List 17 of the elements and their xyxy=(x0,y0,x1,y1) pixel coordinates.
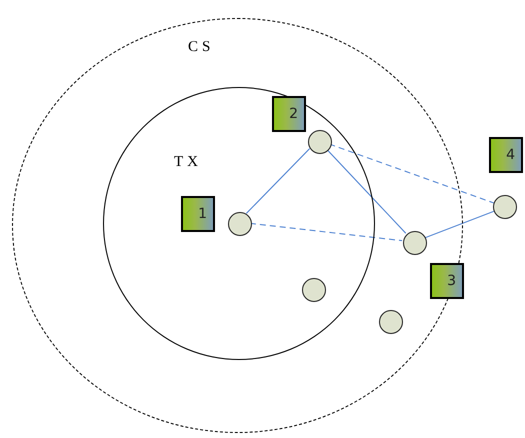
range-circle xyxy=(103,87,375,360)
numbered-square: 4 xyxy=(489,137,523,173)
range-boundary xyxy=(12,18,463,433)
zone-label: TX xyxy=(174,154,202,171)
numbered-square: 3 xyxy=(430,263,464,299)
numbered-square: 1 xyxy=(181,196,215,232)
zone-label: CS xyxy=(188,39,214,56)
node-circle xyxy=(403,231,427,255)
link-line xyxy=(326,148,406,234)
numbered-square: 2 xyxy=(272,96,306,132)
link-line xyxy=(246,148,310,214)
link-line xyxy=(424,210,494,238)
node-circle xyxy=(302,278,326,302)
node-circle xyxy=(308,130,332,154)
node-circle xyxy=(228,212,252,236)
node-circle xyxy=(493,195,517,219)
node-circle xyxy=(379,310,403,334)
